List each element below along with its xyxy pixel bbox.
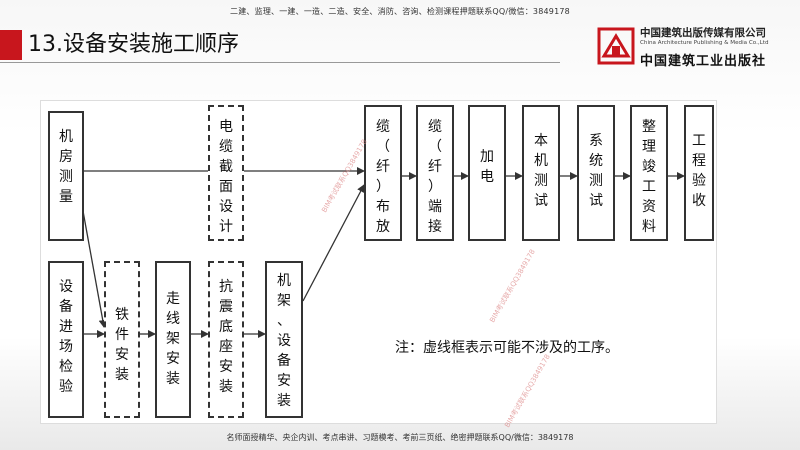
top-banner: 二建、监理、一建、一造、二造、安全、消防、咨询、检测课程押题联系QQ/微信：38… bbox=[230, 7, 570, 16]
box-jijia-shebei-anzhuang: 机 架 、 设 备 安 装 bbox=[265, 261, 303, 418]
diagram-note: 注：虚线框表示可能不涉及的工序。 bbox=[395, 340, 619, 356]
arrow-jijia-to-bufang bbox=[302, 184, 365, 302]
box-zouxianjia-anzhuang: 走 线 架 安 装 bbox=[155, 261, 191, 418]
logo-calligraphy: 中国建筑工业出版社 bbox=[640, 54, 767, 69]
box-lan-duanjie: 缆 （ 纤 ） 端 接 bbox=[416, 105, 454, 241]
box-jifang-celiang: 机 房 测 量 bbox=[48, 111, 84, 241]
box-gongcheng-yanshou: 工 程 验 收 bbox=[684, 105, 714, 241]
box-shebei-jinchang-jianyan: 设 备 进 场 检 验 bbox=[48, 261, 84, 418]
bottom-banner: 名师面授精华、央企内训、考点串讲、习题模考、考前三页纸、绝密押题联系QQ/微信：… bbox=[226, 433, 574, 442]
flow-diagram: 机 房 测 量 设 备 进 场 检 验 铁 件 安 装 走 线 架 安 装 抗 … bbox=[40, 100, 717, 429]
box-tiejian-anzhuang: 铁 件 安 装 bbox=[104, 261, 140, 418]
box-benji-ceshi: 本 机 测 试 bbox=[522, 105, 560, 241]
box-kangzhen-dizuo-anzhuang: 抗 震 底 座 安 装 bbox=[208, 261, 244, 418]
title-underline bbox=[0, 62, 560, 63]
box-lan-bufang: 缆 （ 纤 ） 布 放 bbox=[364, 105, 402, 241]
logo-name-en: China Architecture Publishing & Media Co… bbox=[640, 40, 769, 46]
box-jiadian: 加 电 bbox=[468, 105, 506, 241]
logo-emblem-icon bbox=[597, 27, 635, 65]
arrow-jifang-to-tiejian bbox=[82, 210, 107, 328]
box-dianlan-jiemian-sheji: 电 缆 截 面 设 计 bbox=[208, 105, 244, 241]
logo-name-cn: 中国建筑出版传媒有限公司 bbox=[640, 27, 766, 39]
slide-title: 13.设备安装施工顺序 bbox=[28, 32, 239, 57]
box-xitong-ceshi: 系 统 测 试 bbox=[577, 105, 615, 241]
publisher-logo: 中国建筑出版传媒有限公司 China Architecture Publishi… bbox=[594, 22, 794, 78]
title-accent-bar bbox=[0, 30, 22, 60]
box-zhengli-jungong-ziliao: 整 理 竣 工 资 料 bbox=[630, 105, 668, 241]
